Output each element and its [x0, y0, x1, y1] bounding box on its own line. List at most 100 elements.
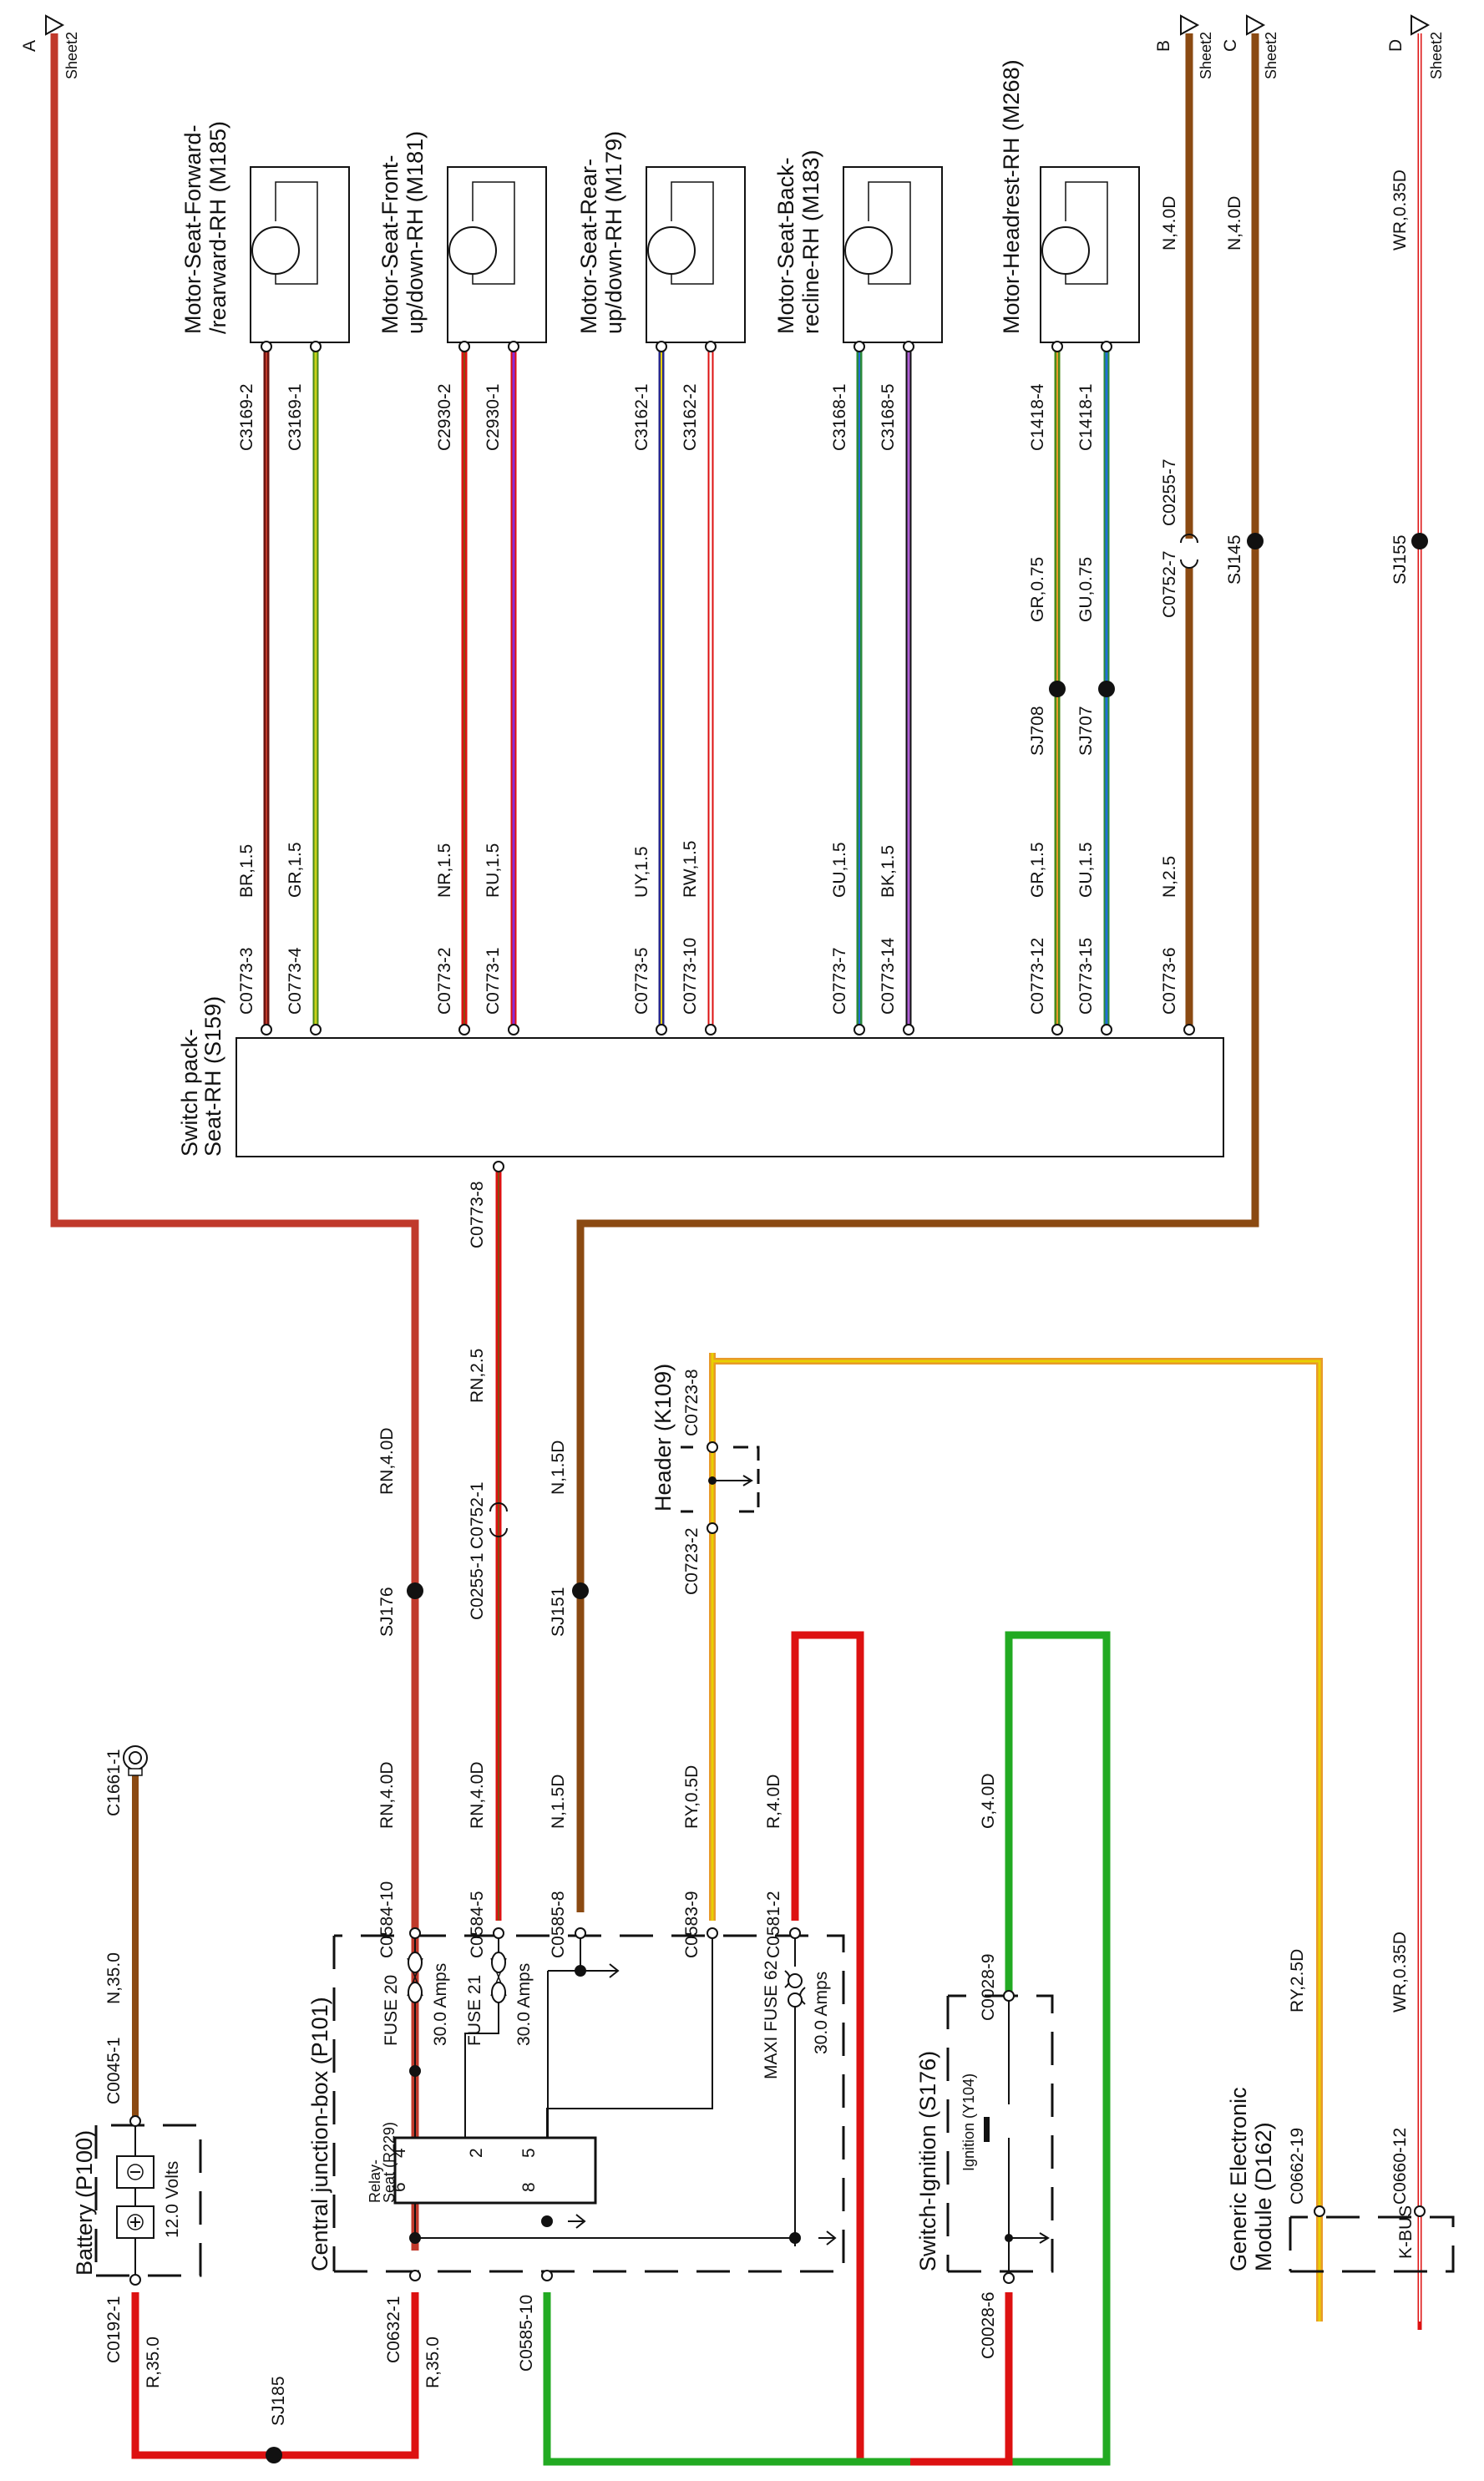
svg-text:FUSE 20: FUSE 20 [382, 1975, 401, 2046]
svg-text:Motor-Seat-Front-: Motor-Seat-Front- [377, 154, 403, 334]
wire-battery-pos [131, 2292, 419, 2459]
splice-sj151 [572, 1582, 589, 1599]
svg-text:C0192-1: C0192-1 [104, 2296, 124, 2363]
svg-text:C0773-1: C0773-1 [484, 947, 503, 1015]
headrest-wire-labels: GR,0.75 GU,0.75 SJ708 SJ707 [1028, 557, 1096, 756]
svg-text:C3162-1: C3162-1 [632, 383, 651, 451]
svg-text:C0584-5: C0584-5 [468, 1891, 487, 1958]
svg-text:RN,4.0D: RN,4.0D [468, 1761, 487, 1829]
motor-m268: Motor-Headrest-RH (M268) [999, 59, 1140, 343]
svg-text:GU,0.75: GU,0.75 [1076, 557, 1096, 622]
svg-text:Sheet2: Sheet2 [1263, 32, 1279, 79]
svg-text:Seat (R229): Seat (R229) [381, 2122, 398, 2203]
c1661-terminal [123, 1745, 148, 1776]
svg-text:4: 4 [390, 2148, 409, 2158]
svg-text:C0028-6: C0028-6 [979, 2291, 998, 2359]
svg-text:C0773-6: C0773-6 [1160, 947, 1179, 1015]
svg-text:RY,2.5D: RY,2.5D [1288, 1949, 1307, 2013]
svg-text:N,1.5D: N,1.5D [549, 1775, 568, 1829]
svg-text:C0585-10: C0585-10 [517, 2295, 536, 2372]
svg-text:RW,1.5: RW,1.5 [681, 841, 700, 898]
svg-text:RN,4.0D: RN,4.0D [377, 1427, 397, 1495]
splice-sj185 [266, 2447, 282, 2463]
generic-electronic-module-d162: Generic Electronic Module (D162) K-BUS C… [1226, 1932, 1455, 2273]
svg-text:C0660-12: C0660-12 [1390, 2128, 1410, 2205]
svg-text:12.0 Volts: 12.0 Volts [163, 2161, 182, 2238]
svg-text:C0581-2: C0581-2 [764, 1891, 783, 1958]
svg-text:C3168-5: C3168-5 [879, 383, 898, 451]
wire-ign-feed [910, 2292, 1013, 2466]
svg-text:R,35.0: R,35.0 [423, 2337, 443, 2388]
svg-text:Seat-RH (S159): Seat-RH (S159) [200, 996, 225, 1157]
svg-text:Motor-Seat-Rear-: Motor-Seat-Rear- [576, 159, 601, 334]
svg-text:BR,1.5: BR,1.5 [237, 844, 256, 898]
svg-text:C0773-14: C0773-14 [879, 937, 898, 1015]
svg-text:FUSE 21: FUSE 21 [465, 1975, 484, 2046]
svg-text:C0583-9: C0583-9 [682, 1891, 701, 1958]
svg-text:Generic Electronic: Generic Electronic [1226, 2087, 1251, 2271]
svg-text:SJ708: SJ708 [1028, 706, 1047, 756]
svg-text:MAXI FUSE 62: MAXI FUSE 62 [762, 1961, 781, 2079]
svg-text:Motor-Seat-Forward-: Motor-Seat-Forward- [180, 124, 205, 334]
svg-text:C0255-7: C0255-7 [1160, 458, 1179, 526]
svg-text:C0632-1: C0632-1 [384, 2296, 403, 2363]
svg-text:D: D [1386, 39, 1405, 52]
svg-text:C0028-9: C0028-9 [979, 1953, 998, 2021]
svg-text:C3168-1: C3168-1 [830, 383, 849, 451]
svg-text:G,4.0D: G,4.0D [979, 1773, 998, 1829]
svg-text:2: 2 [467, 2148, 486, 2158]
switch-ignition-s176: Switch-Ignition (S176) Ignition (Y104) C… [915, 1990, 1054, 2359]
svg-text:30.0 Amps: 30.0 Amps [812, 1972, 831, 2054]
sheet-ref-c: C Sheet2 [1221, 14, 1279, 79]
svg-text:B: B [1154, 40, 1173, 52]
wire-c [576, 33, 1259, 1912]
motor-wires [263, 351, 1110, 1027]
svg-text:Battery (P100): Battery (P100) [72, 2130, 97, 2276]
central-junction-box-p101: Central junction-box (P101) FUSE 20 30.0… [307, 1927, 845, 2281]
svg-text:C0773-5: C0773-5 [632, 947, 651, 1015]
svg-text:C0045-1: C0045-1 [104, 2037, 124, 2104]
sheet-ref-d: D Sheet2 [1386, 14, 1445, 79]
svg-text:BK,1.5: BK,1.5 [879, 845, 898, 898]
switch-connector-labels: C0773-3 C0773-4 C0773-2 C0773-1 C0773-5 … [237, 937, 1179, 1015]
battery-p100: Battery (P100) 12.0 Volts [72, 2115, 202, 2286]
motor-m183: Motor-Seat-Back- recline-RH (M183) [773, 149, 943, 343]
svg-text:C0255-1: C0255-1 [468, 1552, 487, 1620]
svg-text:C3169-1: C3169-1 [286, 383, 305, 451]
svg-text:Module (D162): Module (D162) [1251, 2122, 1276, 2271]
wire-d-gauge: WR,0.35D [1390, 170, 1410, 251]
switch-pin-rings [261, 1024, 1195, 1172]
svg-text:RY,0.5D: RY,0.5D [682, 1765, 701, 1829]
sheet-ref-b: B Sheet2 [1154, 14, 1214, 79]
svg-text:SJ151: SJ151 [549, 1587, 568, 1637]
motor-connector-labels: C3169-2 C3169-1 C2930-2 C2930-1 C3162-1 … [237, 383, 1096, 451]
svg-text:C0773-4: C0773-4 [286, 947, 305, 1015]
svg-text:NR,1.5: NR,1.5 [435, 843, 454, 898]
svg-text:Switch pack-: Switch pack- [177, 1029, 202, 1157]
switch-wire-labels: BR,1.5 GR,1.5 NR,1.5 RU,1.5 UY,1.5 RW,1.… [237, 841, 1179, 898]
svg-text:C0723-2: C0723-2 [682, 1527, 701, 1595]
svg-text:C0773-10: C0773-10 [681, 938, 700, 1015]
svg-text:WR,0.35D: WR,0.35D [1390, 1932, 1410, 2013]
motor-m179: Motor-Seat-Rear- up/down-RH (M179) [576, 131, 746, 343]
wire-c-gauge: N,4.0D [1225, 196, 1244, 251]
c0752-c0255-connector: C0255-7 C0752-7 [1160, 458, 1198, 618]
svg-text:30.0 Amps: 30.0 Amps [431, 1963, 450, 2046]
svg-text:C1418-4: C1418-4 [1028, 383, 1047, 451]
sj145-label: SJ145 [1225, 534, 1244, 585]
sj155-label: SJ155 [1390, 534, 1410, 585]
svg-text:RN,2.5: RN,2.5 [468, 1349, 487, 1403]
svg-text:recline-RH (M183): recline-RH (M183) [798, 149, 823, 334]
svg-text:C0773-15: C0773-15 [1076, 938, 1096, 1015]
svg-text:C2930-2: C2930-2 [435, 383, 454, 451]
switch-pack-s159: Switch pack- Seat-RH (S159) [177, 996, 1224, 1157]
svg-text:RN,4.0D: RN,4.0D [377, 1761, 397, 1829]
relay-r229: Relay- Seat (R229) 4 6 2 5 8 [367, 2122, 597, 2205]
svg-text:Motor-Headrest-RH (M268): Motor-Headrest-RH (M268) [999, 59, 1024, 334]
svg-text:R,35.0: R,35.0 [144, 2337, 163, 2388]
svg-text:RU,1.5: RU,1.5 [484, 843, 503, 898]
svg-text:C0585-8: C0585-8 [549, 1891, 568, 1958]
svg-text:Relay-: Relay- [367, 2159, 383, 2203]
svg-text:SJ707: SJ707 [1076, 706, 1096, 756]
